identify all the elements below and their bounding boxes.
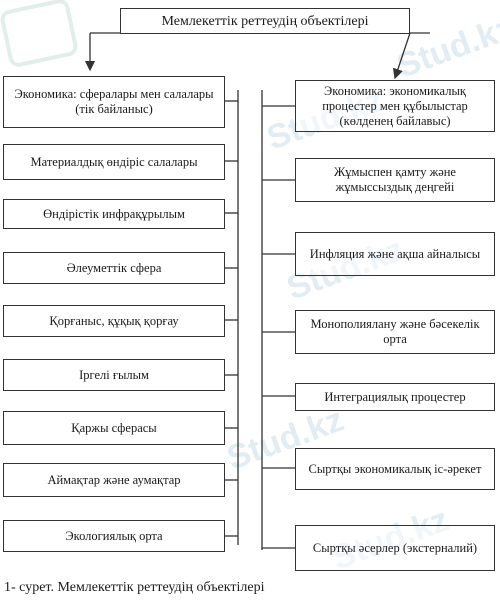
- right-item-integration: Интеграциялық процестер: [295, 383, 495, 411]
- diagram-title-box: Мемлекеттік реттеудің объектілері: [120, 8, 410, 34]
- right-item-monopolization: Монополиялану және бәсекелік орта: [295, 310, 495, 354]
- right-item-foreign-economic: Сыртқы экономикалық іс-әрекет: [295, 448, 495, 490]
- left-item-finance: Қаржы сферасы: [3, 411, 225, 445]
- left-item-defense-law: Қорғаныс, құқық қорғау: [3, 305, 225, 337]
- left-item-material-production: Материалдық өндіріс салалары: [3, 144, 225, 180]
- left-item-ecology: Экологиялық орта: [3, 520, 225, 552]
- left-item-industrial-infrastructure: Өндірістік инфрақұрылым: [3, 199, 225, 229]
- arrow-to-right-column: [392, 32, 411, 80]
- right-item-externalities: Сыртқы әсерлер (экстерналий): [295, 525, 495, 571]
- left-item-regions: Аймақтар және аумақтар: [3, 463, 225, 497]
- right-item-employment: Жұмыспен қамту және жұмыссыздық деңгейі: [295, 158, 495, 202]
- right-item-economic-processes: Экономика: экономикалық процестер мен құ…: [295, 80, 495, 132]
- left-item-social-sphere: Әлеуметтік сфера: [3, 252, 225, 284]
- left-item-fundamental-science: Іргелі ғылым: [3, 359, 225, 391]
- right-item-inflation: Инфляция және ақша айналысы: [295, 232, 495, 276]
- left-item-economy-sectors: Экономика: сфералары мен салалары (тік б…: [3, 76, 225, 128]
- figure-caption: 1- сурет. Мемлекеттік реттеудің объектіл…: [4, 580, 265, 595]
